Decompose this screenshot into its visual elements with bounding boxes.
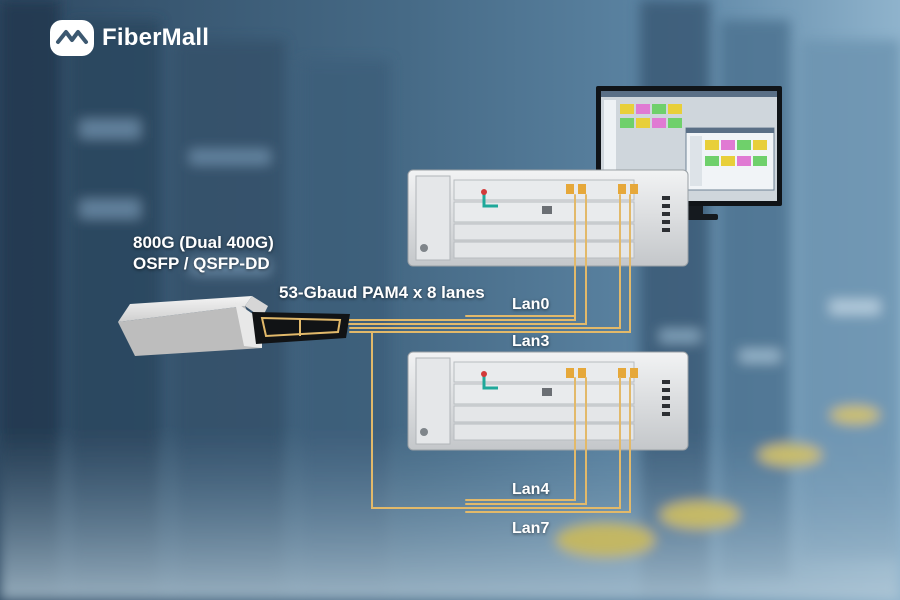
signal-analyzer-upper: [407, 169, 689, 267]
module-speed-label: 800G (Dual 400G): [133, 233, 274, 252]
lane-label: Lan3: [512, 333, 550, 350]
signal-analyzer-lower: [407, 351, 689, 451]
lane-label: Lan4: [512, 481, 550, 498]
brand-name: FiberMall: [102, 24, 210, 51]
lane-label: Lan7: [512, 520, 550, 537]
fiber-cables: [344, 194, 631, 513]
module-form-factor-label: OSFP / QSFP-DD: [133, 254, 270, 273]
transceiver-module-icon: [118, 296, 350, 356]
signal-label: 53-Gbaud PAM4 x 8 lanes: [279, 283, 485, 302]
fibermall-logo-icon: [50, 20, 94, 56]
brand-logo: FiberMall: [50, 20, 209, 56]
lane-label: Lan0: [512, 296, 550, 313]
